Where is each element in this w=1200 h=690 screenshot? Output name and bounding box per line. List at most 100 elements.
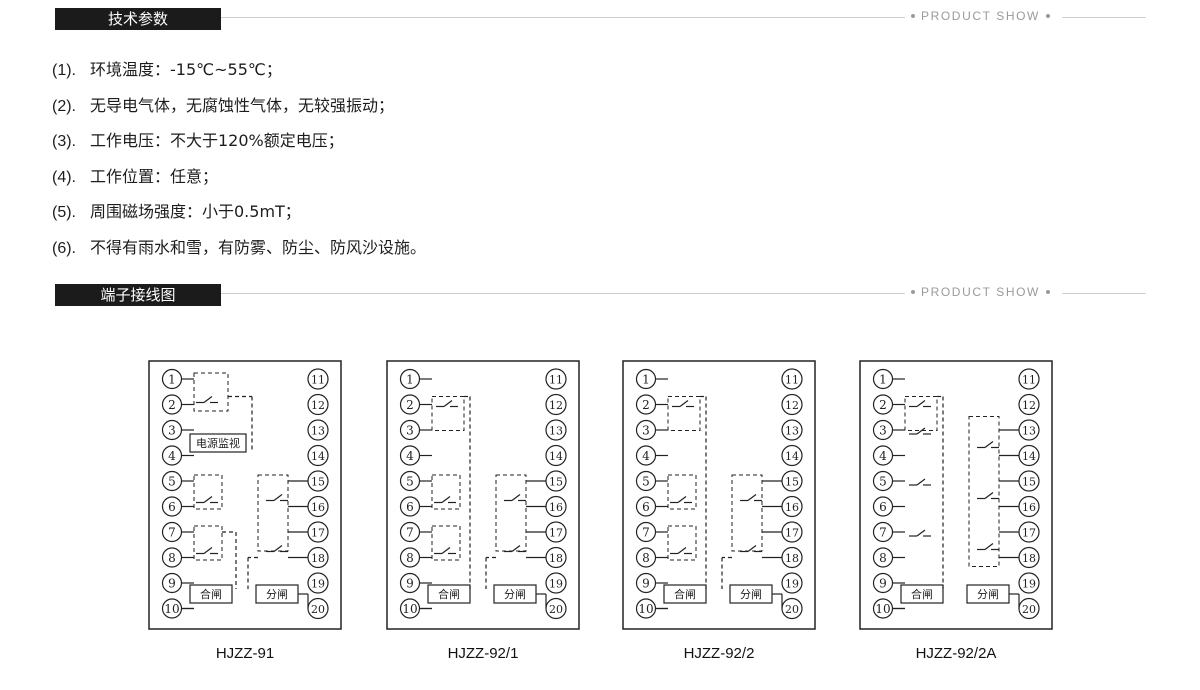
terminal-number: 1	[406, 373, 414, 387]
divider-line	[1062, 293, 1146, 294]
terminal-number: 11	[1022, 374, 1036, 387]
spec-number: (2).	[52, 97, 76, 115]
contact-blade	[916, 427, 926, 435]
terminal-number: 16	[785, 501, 799, 514]
terminal-number: 13	[1022, 425, 1036, 438]
model-label: HJZZ-92/2	[683, 645, 755, 662]
terminal-number: 11	[311, 374, 325, 387]
contact-blade	[441, 547, 451, 554]
open-box-label: 分闸	[977, 588, 999, 601]
terminal-number: 12	[549, 399, 563, 412]
terminal-number: 8	[406, 551, 414, 565]
terminal-number: 18	[549, 552, 563, 565]
spec-item: (2).无导电气体，无腐蚀性气体，无较强振动；	[52, 88, 426, 124]
section-tag: PRODUCT SHOW	[905, 285, 1060, 299]
terminal-11	[781, 368, 803, 390]
relay-outline	[904, 396, 938, 431]
spec-number: (5).	[52, 204, 76, 221]
open-box-label: 分闸	[266, 588, 288, 601]
terminal-number: 1	[168, 373, 176, 387]
terminal-11	[545, 368, 567, 390]
dot-icon	[911, 13, 915, 18]
terminal-number: 13	[785, 425, 799, 438]
terminal-number: 8	[879, 551, 887, 565]
close-box	[663, 584, 707, 604]
terminal-number: 7	[642, 526, 650, 540]
terminal-number: 18	[311, 552, 325, 565]
close-box	[427, 584, 471, 604]
relay-outline	[667, 474, 697, 510]
close-box	[900, 584, 944, 604]
terminal-11	[307, 368, 329, 390]
contact-blade	[203, 496, 213, 503]
contact-blade	[747, 545, 757, 552]
section-header-specs: 技术参数 PRODUCT SHOW	[0, 4, 1200, 30]
terminal-number: 6	[879, 500, 887, 514]
terminal-number: 11	[549, 374, 563, 387]
terminal-number: 14	[785, 450, 799, 463]
terminal-14	[545, 444, 567, 467]
terminal-number: 2	[879, 398, 887, 412]
dot-icon	[1045, 289, 1050, 294]
terminal-number: 9	[406, 577, 414, 591]
terminal-11	[1018, 368, 1040, 390]
dot-icon	[1045, 13, 1050, 18]
contact-blade	[984, 492, 994, 499]
terminal-number: 7	[406, 526, 414, 540]
terminal-number: 1	[642, 373, 650, 387]
terminal-number: 4	[406, 449, 414, 463]
spec-item: (6).不得有雨水和雪，有防雾、防尘、防风沙设施。	[52, 230, 426, 266]
section-title: 技术参数	[55, 8, 221, 30]
terminal-number: 14	[549, 450, 563, 463]
relay-outline	[193, 474, 223, 510]
spec-item: (1).环境温度：-15℃~55℃；	[52, 52, 426, 88]
contact-blade	[916, 478, 926, 486]
terminal-number: 17	[1022, 527, 1036, 540]
terminal-number: 9	[168, 577, 176, 591]
terminal-number: 10	[164, 602, 179, 616]
relay-outline	[193, 525, 223, 561]
contact-blade	[273, 545, 283, 552]
divider-line	[1062, 17, 1146, 18]
dot-icon	[911, 289, 915, 294]
contact-blade	[984, 441, 994, 448]
terminal-number: 3	[406, 424, 414, 438]
relay-outline	[667, 396, 701, 431]
relay-outline	[431, 474, 461, 510]
terminal-number: 10	[402, 602, 417, 616]
terminal-number: 2	[168, 398, 176, 412]
terminal-number: 4	[879, 449, 887, 463]
terminal-number: 15	[549, 476, 563, 489]
terminal-number: 12	[785, 399, 799, 412]
terminal-number: 6	[406, 500, 414, 514]
terminal-14	[781, 444, 803, 467]
terminal-number: 6	[168, 500, 176, 514]
divider-line	[221, 293, 905, 294]
contact-blade	[443, 400, 453, 407]
terminal-number: 19	[311, 578, 325, 591]
terminal-number: 4	[168, 449, 176, 463]
terminal-number: 19	[549, 578, 563, 591]
section-tag-text: PRODUCT SHOW	[921, 285, 1040, 299]
contact-blade	[984, 543, 994, 550]
terminal-number: 9	[642, 577, 650, 591]
relay-outline	[667, 525, 697, 561]
terminal-19	[545, 572, 567, 594]
terminal-number: 3	[168, 424, 176, 438]
contact-blade	[677, 496, 687, 503]
terminal-number: 7	[879, 526, 887, 540]
wiring-diagram: 1234567891011121314151617181920合闸分闸	[622, 360, 816, 630]
terminal-19	[781, 572, 803, 594]
terminal-number: 15	[785, 476, 799, 489]
contact-blade	[511, 494, 521, 501]
close-box-label: 合闸	[200, 587, 222, 601]
contact-blade	[273, 494, 283, 501]
terminal-number: 17	[311, 527, 325, 540]
power-monitor-box	[189, 433, 247, 453]
terminal-number: 20	[1022, 603, 1036, 616]
terminal-number: 17	[785, 527, 799, 540]
relay-outline	[193, 372, 229, 412]
